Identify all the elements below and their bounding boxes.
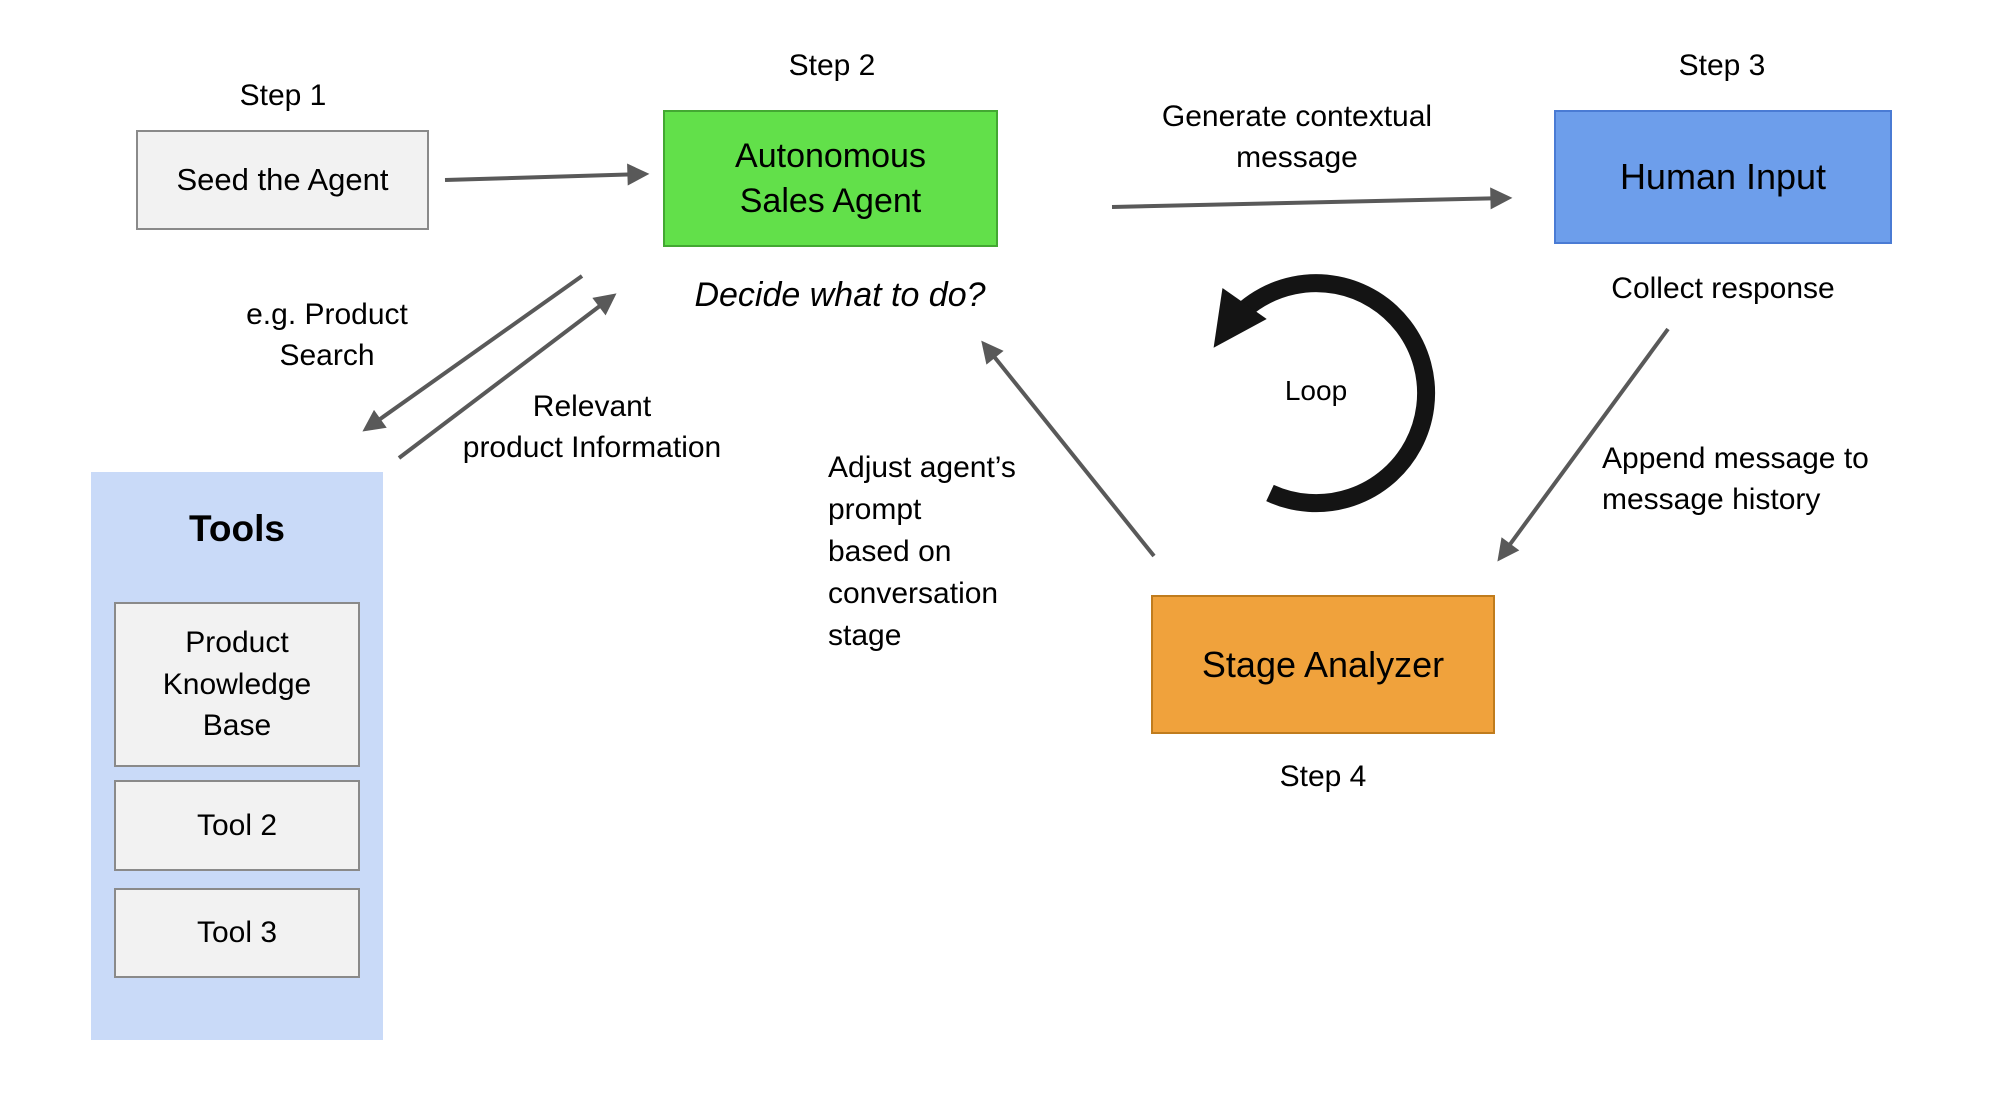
decide-what-to-do-label: Decide what to do? [694, 276, 986, 314]
append-message-label: Append message to message history [1602, 442, 1869, 517]
autonomous-sales-agent-node: Autonomous Sales Agent [663, 110, 998, 247]
product-search-label: e.g. Product Search [246, 298, 408, 373]
seed-the-agent-node: Seed the Agent [136, 130, 429, 230]
tools-title: Tools [189, 508, 285, 549]
tools-panel: Tools Product Knowledge Base Tool 2 Tool… [91, 472, 383, 1040]
tool-2: Tool 2 [114, 780, 360, 871]
human-input-node: Human Input [1554, 110, 1892, 244]
adjust-prompt-label: Adjust agent’s prompt based on conversat… [828, 451, 1016, 652]
step3-label: Step 3 [1678, 49, 1766, 82]
arrow-agent-to-tools [362, 274, 584, 432]
arrow-human-input-to-stage-analyzer [1497, 327, 1670, 562]
step2-label: Step 2 [788, 49, 876, 82]
generate-contextual-message-label: Generate contextual message [1161, 100, 1433, 175]
relevant-product-info-label: Relevant product Information [462, 390, 722, 465]
collect-response-label: Collect response [1611, 272, 1835, 305]
loop-arrow-icon [1213, 274, 1436, 513]
stage-analyzer-node: Stage Analyzer [1151, 595, 1495, 734]
arrow-tools-to-agent [397, 293, 617, 460]
tool-3: Tool 3 [114, 888, 360, 978]
tool-product-knowledge-base: Product Knowledge Base [114, 602, 360, 767]
step4-label: Step 4 [1279, 760, 1367, 793]
loop-label: Loop [1284, 375, 1348, 406]
arrow-stage-analyzer-to-agent [981, 340, 1156, 558]
arrow-seed-to-agent [444, 163, 650, 186]
step1-label: Step 1 [239, 79, 327, 112]
arrow-agent-to-human-input [1111, 187, 1513, 210]
